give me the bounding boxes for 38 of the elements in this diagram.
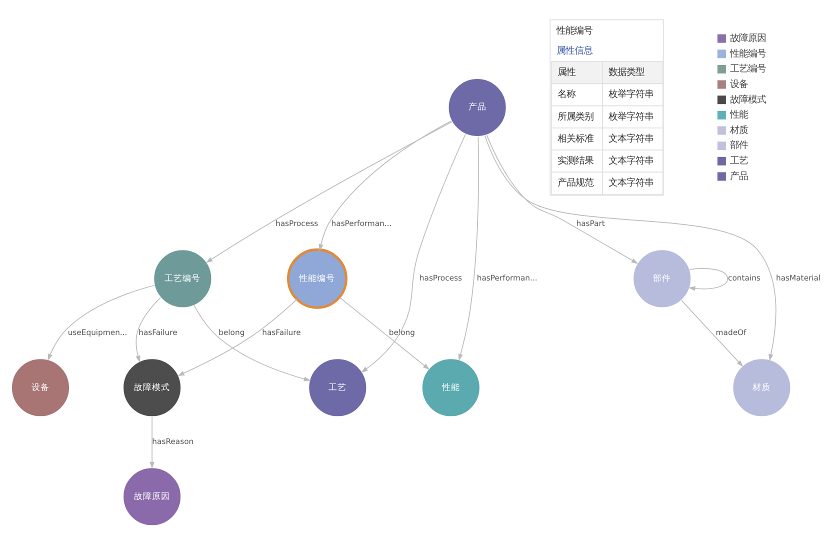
label: 实测结果	[557, 156, 594, 167]
legend-label: 材质	[730, 124, 748, 136]
label: 相关标准	[557, 133, 594, 144]
edge-label: contains	[728, 274, 760, 283]
label: 性能编号	[556, 25, 592, 36]
label: 文本字符串	[608, 156, 654, 167]
edge-label: hasMaterial	[776, 274, 821, 283]
edge-label: hasProcess	[419, 274, 462, 283]
edge-label: hasProcess	[276, 219, 318, 228]
label: 文本字符串	[608, 133, 654, 144]
label: 数据类型	[608, 66, 644, 78]
edge-label: belong	[388, 328, 416, 338]
legend-label: 性能	[730, 110, 748, 121]
legend-label: 部件	[730, 140, 748, 152]
legend-label: 工艺编号	[730, 64, 766, 75]
legend-label: 工艺	[730, 156, 748, 167]
edge-label: madeOf	[716, 328, 746, 338]
edge-label: useEquipmen...	[68, 328, 128, 338]
label: 枚举字符串	[608, 111, 654, 122]
legend-label: 故障模式	[730, 94, 766, 106]
edge-label: hasPart	[576, 219, 605, 228]
label: 属性信息	[556, 46, 592, 57]
legend-label: 性能编号	[730, 48, 766, 60]
edge-label: belong	[218, 328, 245, 338]
edge-label: hasReason	[152, 437, 194, 446]
label: 所属类别	[557, 111, 594, 122]
edge-label: hasPerforman...	[331, 219, 392, 228]
label: 名称	[557, 89, 576, 100]
label: 产品规范	[557, 178, 594, 189]
legend-label: 产品	[730, 170, 748, 182]
label: 文本字符串	[608, 178, 654, 189]
label: 枚举字符串	[608, 89, 654, 100]
edge-label: hasPerforman...	[476, 274, 538, 283]
edge-label: hasFailure	[262, 328, 301, 338]
legend-label: 设备	[730, 78, 748, 90]
legend-label: 故障原因	[730, 32, 766, 44]
edge-label: hasFailure	[138, 328, 178, 338]
label: 属性	[557, 66, 576, 78]
